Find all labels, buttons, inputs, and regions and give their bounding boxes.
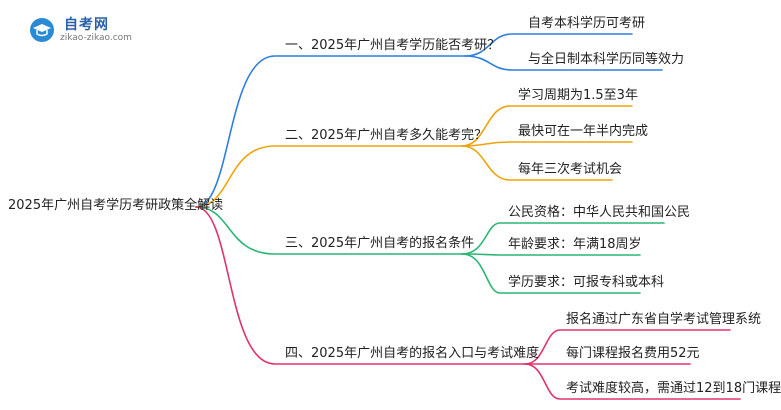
branch-2-leaf-2: 最快可在一年半内完成 [518,124,649,139]
logo: 自考网 zikao-zikao.com [30,12,150,48]
logo-url: zikao-zikao.com [60,33,132,43]
branch-2-leaf-1: 学习周期为1.5至3年 [518,88,638,103]
branch-1-leaf-1: 自考本科学历可考研 [528,16,646,31]
mindmap-connectors [195,33,741,400]
graduation-cap-icon [30,18,54,42]
branch-1-label: 一、2025年广州自考学历能否考研？ [285,38,501,53]
root-topic: 2025年广州自考学历考研政策全解读 [8,198,224,213]
branch-3-leaf-2: 年龄要求：年满18周岁 [508,237,642,252]
branch-4-leaf-3: 考试难度较高，需通过12到18门课程 [566,381,781,396]
branch-4-label: 四、2025年广州自考的报名入口与考试难度 [285,346,540,361]
branch-4-leaf-1: 报名通过广东省自学考试管理系统 [566,312,762,327]
logo-name: 自考网 [64,17,109,33]
branch-3-leaf-1: 公民资格：中华人民共和国公民 [508,205,691,220]
branch-1-leaf-2: 与全日制本科学历同等效力 [528,52,685,67]
branch-2-label: 二、2025年广州自考多久能考完？ [285,128,488,143]
branch-4-leaf-2: 每门课程报名费用52元 [566,346,700,361]
branch-3-leaf-3: 学历要求：可报专科或本科 [508,275,665,290]
branch-2-leaf-3: 每年三次考试机会 [518,162,623,177]
branch-3-label: 三、2025年广州自考的报名条件 [285,236,475,251]
